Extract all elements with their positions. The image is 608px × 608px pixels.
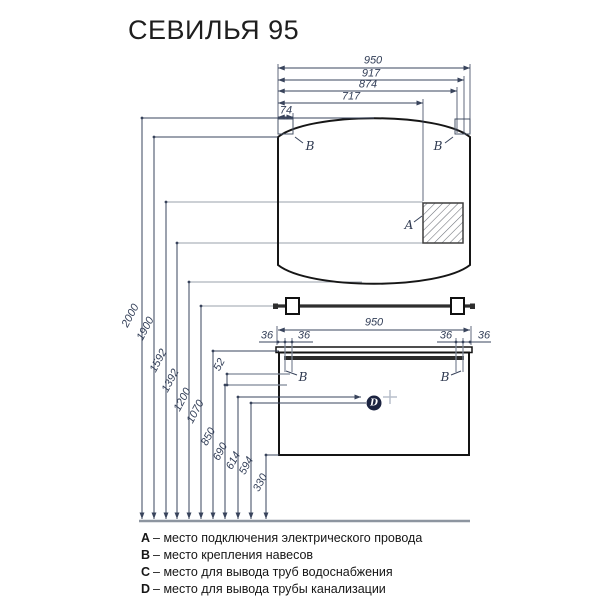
hanger-dimension-dots: [276, 340, 472, 344]
legend-desc-c: – место для вывода труб водоснабжения: [153, 565, 393, 579]
dim-label-hanger-36: 36: [477, 329, 491, 342]
point-label-b-mirror-right: B: [433, 139, 443, 153]
height-dimension-lines: [139, 117, 374, 519]
legend: A– место подключения электрического пров…: [141, 530, 422, 598]
point-label-d: D: [370, 398, 378, 408]
legend-item-d: D– место для вывода трубы канализации: [141, 581, 422, 598]
legend-key-a: A: [141, 531, 151, 545]
legend-item-b: B– место крепления навесов: [141, 547, 422, 564]
shelf-clamp-icon: [285, 297, 300, 315]
dimension-corner-dots: [140, 116, 268, 457]
legend-desc-b: – место крепления навесов: [153, 548, 314, 562]
hanger-tick-lines: [225, 338, 464, 386]
shelf: [273, 297, 475, 315]
dim-label-mirror-74: 74: [279, 104, 293, 117]
legend-key-d: D: [141, 582, 151, 596]
electrical-zone-hatch: [422, 202, 464, 244]
legend-key-b: B: [141, 548, 151, 562]
dim-label-mirror-874: 874: [358, 78, 378, 91]
dim-label-mirror-717: 717: [341, 90, 361, 103]
point-label-b-cabinet-left: B: [298, 370, 308, 384]
dim-label-hanger-36: 36: [260, 329, 274, 342]
dim-label-hanger-36: 36: [297, 329, 311, 342]
dim-label-cabinet-950: 950: [364, 316, 384, 329]
legend-item-a: A– место подключения электрического пров…: [141, 530, 422, 547]
point-label-b-mirror-left: B: [305, 139, 315, 153]
dim-label-hanger-36: 36: [439, 329, 453, 342]
mirror-edge: [277, 117, 471, 285]
leader-lines: [285, 136, 462, 376]
legend-desc-a: – место подключения электрического прово…: [153, 531, 423, 545]
pipe-cross-icon: [383, 390, 397, 404]
point-label-b-cabinet-right: B: [440, 370, 450, 384]
point-label-a: A: [404, 218, 414, 232]
mirror-outline: [278, 118, 470, 284]
drawer-rail: [284, 356, 464, 360]
legend-key-c: C: [141, 565, 151, 579]
dim-label-mirror-950: 950: [363, 54, 383, 67]
dim-label-mirror-917: 917: [361, 67, 381, 80]
page-title: СЕВИЛЬЯ 95: [128, 15, 300, 45]
mirror-width-dimensions: [277, 64, 471, 201]
shelf-clamp-icon: [450, 297, 465, 315]
legend-desc-d: – место для вывода трубы канализации: [153, 582, 386, 596]
point-label-d-badge: D: [366, 395, 382, 411]
legend-item-c: C– место для вывода труб водоснабжения: [141, 564, 422, 581]
